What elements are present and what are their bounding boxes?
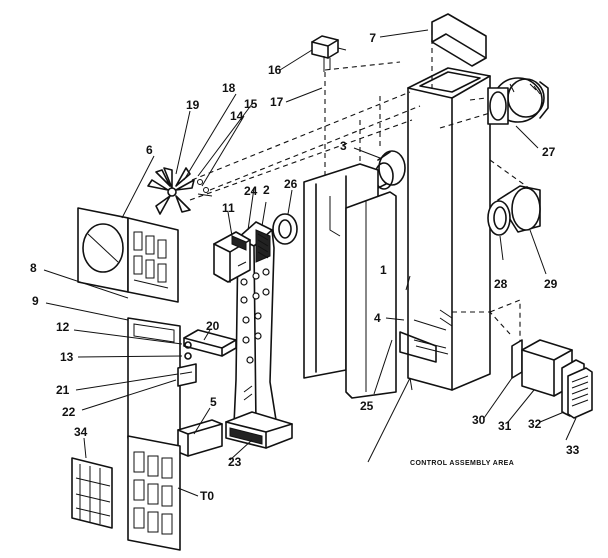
callout-32: 32 — [528, 417, 542, 431]
part-23-base — [225, 411, 293, 449]
dashed-leaders — [189, 30, 541, 344]
callout-23: 23 — [228, 455, 242, 469]
callout-11: 11 — [222, 201, 235, 215]
part-16-switch-box — [311, 35, 347, 72]
callout-30: 30 — [472, 413, 486, 427]
callout-26: 26 — [284, 177, 298, 191]
leader-lines — [43, 29, 577, 497]
callout-12: 12 — [56, 320, 70, 334]
callout-20: 20 — [206, 319, 220, 333]
callout-2: 2 — [263, 183, 270, 197]
callout-24: 24 — [244, 184, 258, 198]
part-4-partition — [303, 163, 397, 399]
caption-control-assembly-area: CONTROL ASSEMBLY AREA — [410, 460, 514, 467]
callout-labels: 7 16 17 18 19 15 14 3 27 6 26 24 2 11 1 … — [30, 31, 580, 503]
part-6-fan-housing — [77, 207, 179, 303]
part-20-bracket — [183, 329, 237, 357]
callout-19: 19 — [186, 98, 200, 112]
callout-18: 18 — [222, 81, 236, 95]
callout-27: 27 — [542, 145, 556, 159]
callout-28: 28 — [494, 277, 508, 291]
callout-21: 21 — [56, 383, 70, 397]
callout-3: 3 — [340, 139, 347, 153]
part-33-grille — [567, 367, 593, 419]
callout-34: 34 — [74, 425, 88, 439]
callout-31: 31 — [498, 419, 512, 433]
part-29-duct — [497, 185, 541, 233]
callout-22: 22 — [62, 405, 76, 419]
part-34-filter — [71, 457, 113, 529]
callout-7: 7 — [369, 31, 376, 45]
part-27-blower-housing — [487, 77, 549, 125]
part-2-chassis-column — [233, 221, 277, 433]
part-28-ring — [487, 200, 511, 236]
callout-14: 14 — [230, 109, 244, 123]
callout-17: 17 — [270, 95, 284, 109]
part-9-front-panel — [127, 317, 181, 447]
part-7-top-bracket — [431, 13, 487, 67]
callout-15: 15 — [244, 97, 258, 111]
part-1-main-cabinet — [399, 67, 491, 391]
callout-8: 8 — [30, 261, 37, 275]
callout-16: 16 — [268, 63, 282, 77]
callout-1: 1 — [380, 263, 387, 277]
callout-5: 5 — [210, 395, 217, 409]
callout-13: 13 — [60, 350, 74, 364]
part-26-gasket — [272, 213, 298, 245]
callout-9: 9 — [32, 294, 39, 308]
callout-25: 25 — [360, 399, 374, 413]
part-hardware — [177, 341, 197, 387]
part-11-control-box — [213, 231, 251, 283]
part-5-bracket — [177, 419, 223, 457]
part-19-fan-blade — [147, 167, 213, 215]
callout-33: 33 — [566, 443, 580, 457]
callout-4: 4 — [374, 311, 381, 325]
part-30-bracket — [511, 339, 523, 379]
part-3-collar — [373, 150, 406, 191]
callout-29: 29 — [544, 277, 558, 291]
callout-10: T0 — [200, 489, 214, 503]
callout-6: 6 — [146, 143, 153, 157]
part-10-lower-grille — [127, 435, 181, 551]
